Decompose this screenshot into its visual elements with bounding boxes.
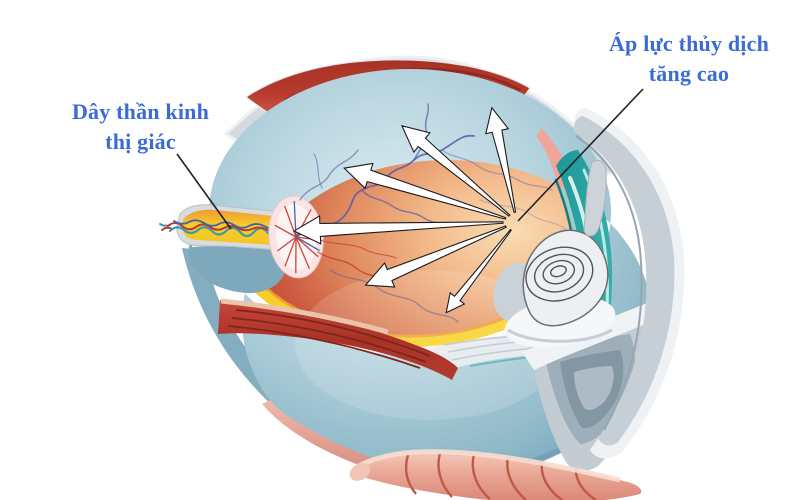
pressure-label-line1: Áp lực thủy dịch [608, 31, 770, 56]
optic-nerve-label-line2: thị giác [105, 129, 176, 154]
pointer-lines [176, 88, 644, 230]
muscle-stripes [227, 309, 431, 369]
lens-fibers [525, 246, 594, 302]
optic-nerve-pointer-line [176, 153, 232, 230]
lens [493, 229, 616, 348]
pressure-arrow-left-up [343, 162, 507, 220]
cornea-rim [573, 108, 685, 459]
pressure-label-line2: tăng cao [648, 61, 730, 86]
zonule-blob [583, 159, 607, 237]
anterior-segment [493, 108, 685, 471]
muscle-end-cap [349, 463, 371, 481]
disc-vessels-red [274, 205, 322, 274]
muscle-body [218, 300, 458, 380]
optic-nerve-label-line1: Dây thần kinh [71, 99, 210, 124]
pressure-arrow-left [293, 214, 504, 245]
pressure-arrow-lower-left [364, 225, 507, 288]
lens-body [522, 229, 609, 327]
nerve-sheath-under [188, 242, 286, 294]
optic-nerve-label: Dây thần kinh thị giác [38, 97, 243, 157]
pressure-arrows [293, 106, 517, 314]
pressure-arrow-up [485, 106, 517, 214]
muscle-cream-top [352, 449, 621, 483]
pressure-arrow-down [445, 228, 512, 314]
pressure-arrow-upper-left [400, 124, 511, 217]
inferior-muscles [262, 400, 642, 500]
inferior-oblique-muscle [352, 451, 642, 500]
muscle-cream-edge [220, 298, 389, 335]
pressure-pointer-line [517, 88, 644, 222]
optic-disc [268, 195, 324, 279]
pressure-label: Áp lực thủy dịch tăng cao [575, 29, 800, 89]
